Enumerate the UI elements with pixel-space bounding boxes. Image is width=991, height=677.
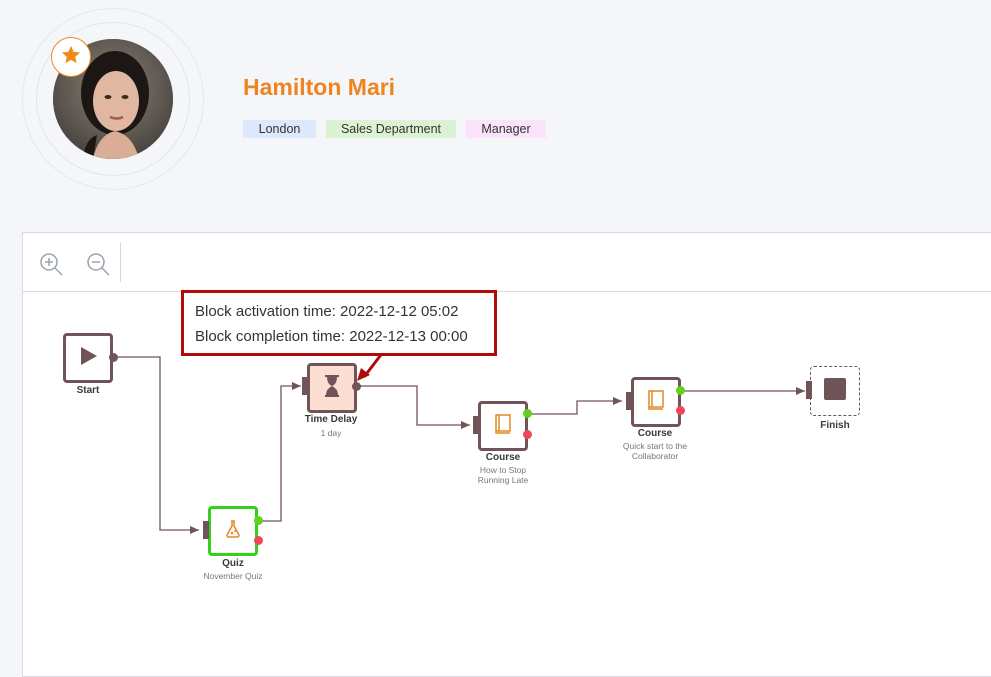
node-start[interactable] xyxy=(63,333,113,383)
node-delay-title: Time Delay xyxy=(304,414,358,425)
node-time-delay[interactable] xyxy=(307,363,357,413)
avatar-ring-outer xyxy=(22,8,204,190)
delay-out-port[interactable] xyxy=(352,382,361,391)
course2-fail-port[interactable] xyxy=(676,406,685,415)
zoom-out-button[interactable] xyxy=(85,251,111,277)
star-icon xyxy=(60,44,82,71)
course1-success-port[interactable] xyxy=(523,409,532,418)
book-icon xyxy=(647,389,665,415)
node-quiz[interactable] xyxy=(208,506,258,556)
play-icon xyxy=(78,346,98,371)
tooltip-completion-time: Block completion time: 2022-12-13 00:00 xyxy=(195,328,468,345)
node-delay-subtitle: 1 day xyxy=(320,428,342,438)
course2-in-port[interactable] xyxy=(626,392,632,410)
profile-name: Hamilton Mari xyxy=(243,74,396,100)
node-course1-title: Course xyxy=(485,452,521,463)
zoom-in-button[interactable] xyxy=(38,251,64,277)
course2-success-port[interactable] xyxy=(676,386,685,395)
tooltip-activation-time: Block activation time: 2022-12-12 05:02 xyxy=(195,303,459,320)
avatar xyxy=(53,39,173,159)
tag-role: Manager xyxy=(466,120,546,138)
zoom-out-icon xyxy=(85,253,111,281)
node-start-title: Start xyxy=(76,385,100,396)
quiz-in-port[interactable] xyxy=(203,521,209,539)
node-course-2[interactable] xyxy=(631,377,681,427)
node-quiz-subtitle: November Quiz xyxy=(203,571,263,581)
toolbar-divider xyxy=(120,242,121,282)
node-course2-title: Course xyxy=(637,428,673,439)
node-course2-subtitle: Quick start to the Collaborator xyxy=(622,441,688,461)
profile-tags: London Sales Department Manager xyxy=(243,120,546,138)
block-time-tooltip: Block activation time: 2022-12-12 05:02 … xyxy=(181,290,497,356)
course1-fail-port[interactable] xyxy=(523,430,532,439)
node-quiz-title: Quiz xyxy=(222,558,244,569)
start-port[interactable] xyxy=(109,353,118,362)
course1-in-port[interactable] xyxy=(473,416,479,434)
quiz-success-port[interactable] xyxy=(254,516,263,525)
finish-in-port[interactable] xyxy=(806,381,812,399)
node-finish-title: Finish xyxy=(820,420,850,431)
quiz-fail-port[interactable] xyxy=(254,536,263,545)
hourglass-icon xyxy=(322,374,342,402)
favorite-badge[interactable] xyxy=(51,37,91,77)
tag-location: London xyxy=(243,120,316,138)
zoom-in-icon xyxy=(38,253,64,281)
flask-icon xyxy=(223,519,243,544)
node-finish[interactable] xyxy=(810,366,860,416)
node-course1-subtitle: How to Stop Running Late xyxy=(477,465,529,485)
node-course-1[interactable] xyxy=(478,401,528,451)
book-icon xyxy=(494,413,512,439)
delay-in-port[interactable] xyxy=(302,377,308,395)
tag-department: Sales Department xyxy=(326,120,456,138)
stop-icon xyxy=(824,377,846,405)
avatar-ring-inner xyxy=(36,22,190,176)
canvas-toolbar xyxy=(23,233,991,292)
